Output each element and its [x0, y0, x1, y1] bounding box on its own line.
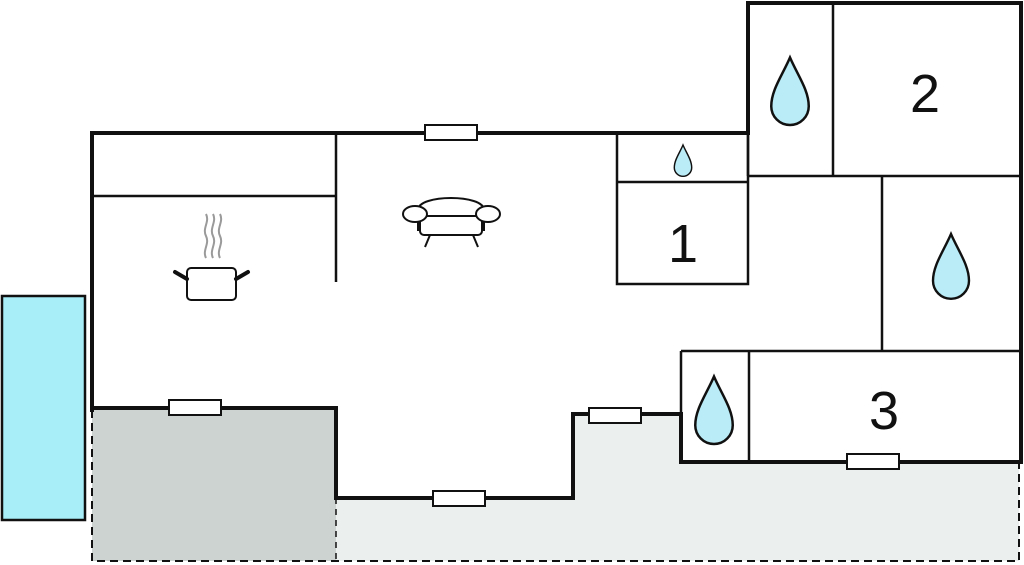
water-drop-icon [931, 230, 971, 300]
window-room3 [846, 453, 900, 470]
sofa-icon [402, 197, 501, 248]
terrace-dashed-border [91, 410, 1020, 562]
covered-terrace [92, 408, 336, 561]
water-drop-icon [769, 54, 811, 127]
window-kitchen-south [168, 399, 222, 416]
window-living-south [432, 490, 486, 507]
room-number-2: 2 [910, 64, 940, 124]
cooking-pot-icon [173, 213, 250, 301]
water-drop-icon [693, 373, 735, 446]
window-step [588, 407, 642, 424]
terrace-area [91, 408, 1020, 562]
open-terrace [336, 414, 1019, 561]
room-number-3: 3 [869, 381, 899, 441]
interior-walls [92, 3, 1021, 462]
window-north [424, 124, 478, 141]
room-number-1: 1 [668, 214, 698, 274]
pool [0, 294, 87, 522]
water-drop-icon [673, 143, 693, 178]
windows [168, 124, 900, 507]
